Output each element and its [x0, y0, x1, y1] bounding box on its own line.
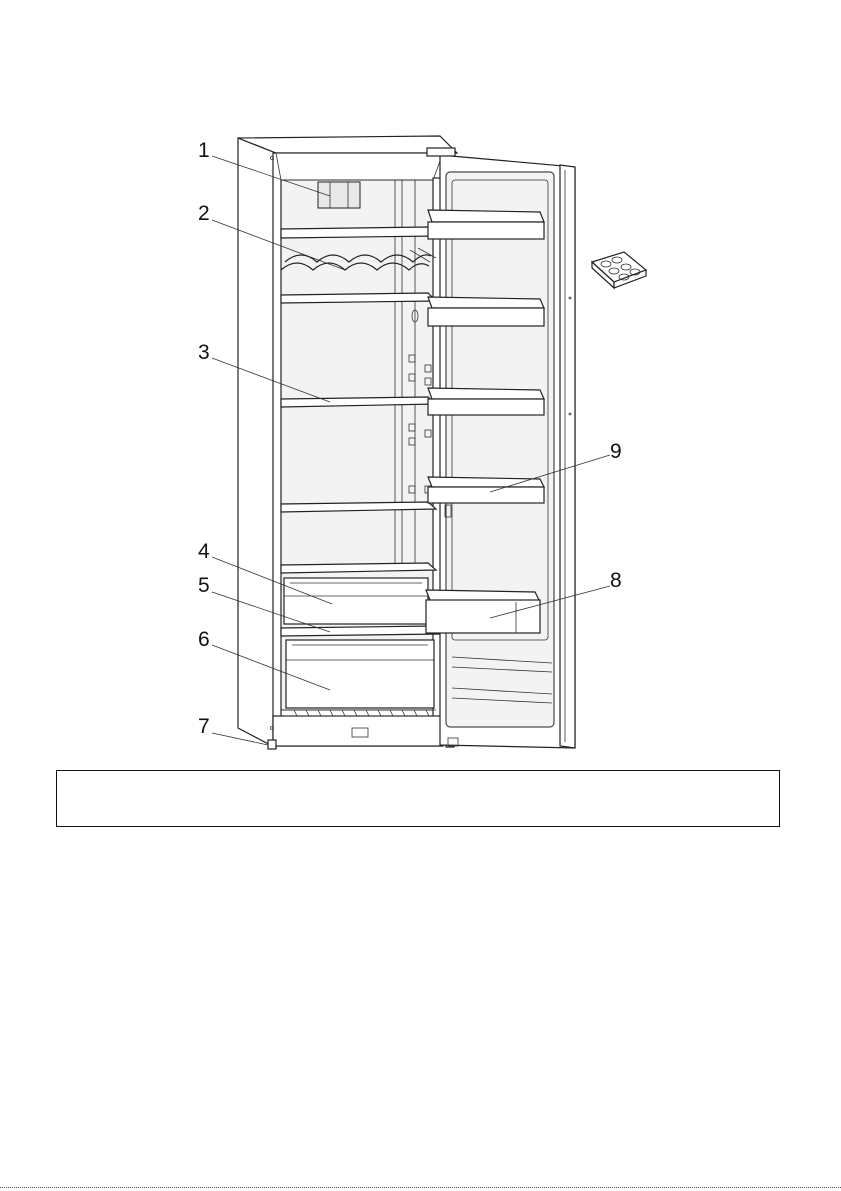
door-balcony-bottle: [426, 590, 540, 633]
callout-2: 2: [198, 202, 210, 225]
page-bottom-divider: [0, 1187, 841, 1188]
crisper-drawer: [284, 640, 436, 716]
egg-tray-icon: [592, 252, 646, 288]
note-box: [56, 770, 780, 827]
crisper-cover: [281, 626, 440, 636]
callout-8: 8: [610, 569, 622, 592]
callout-3: 3: [198, 341, 210, 364]
callout-7: 7: [198, 715, 210, 738]
upper-drawer: [284, 578, 428, 624]
callout-9: 9: [610, 440, 622, 463]
callout-4: 4: [198, 540, 210, 563]
door-balcony-1: [428, 210, 544, 239]
callout-5: 5: [198, 574, 210, 597]
callout-1: 1: [198, 139, 210, 162]
door-balcony-2: [428, 297, 544, 326]
door-balcony-3: [428, 388, 544, 415]
light-unit: [318, 182, 360, 208]
callout-6: 6: [198, 628, 210, 651]
